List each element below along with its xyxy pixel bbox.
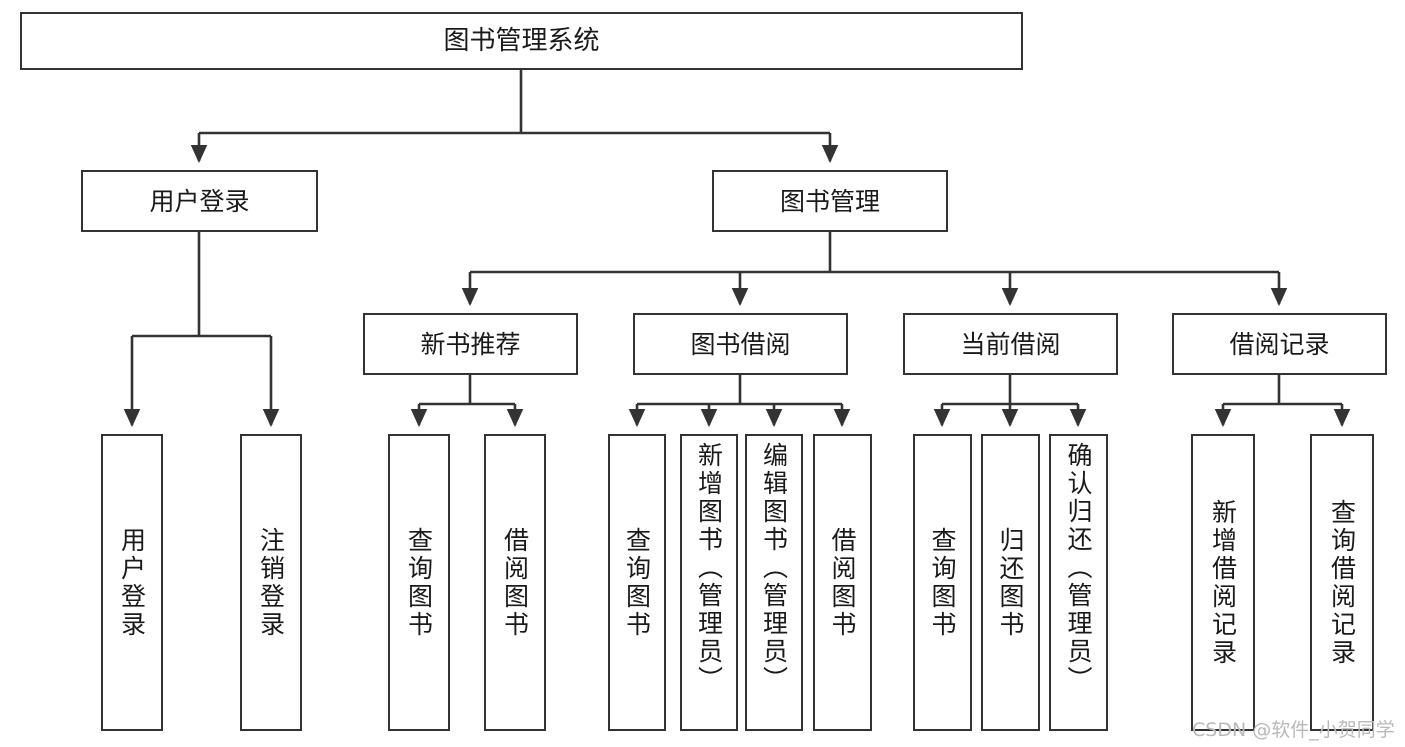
node-root[interactable]: 图书管理系统 [20,12,1023,70]
watermark: CSDN @软件_小贺同学 [1192,719,1395,741]
node-leaf-borrow-book-2[interactable]: 借阅图书 [813,434,872,731]
node-leaf-return-book-label: 归还图书 [996,526,1025,639]
node-leaf-logout[interactable]: 注销登录 [240,434,302,731]
node-leaf-add-borrow-record-label: 新增借阅记录 [1208,498,1238,667]
node-book-borrow[interactable]: 图书借阅 [633,313,848,375]
node-leaf-borrow-book-1-label: 借阅图书 [500,526,530,639]
node-leaf-query-book-1[interactable]: 查询图书 [388,434,450,731]
node-user-login-label: 用户登录 [149,186,250,216]
node-leaf-return-book[interactable]: 归还图书 [981,434,1040,731]
node-leaf-query-borrow-record-label: 查询借阅记录 [1327,498,1357,667]
node-leaf-query-book-3-label: 查询图书 [928,526,957,639]
node-leaf-borrow-book-1[interactable]: 借阅图书 [484,434,546,731]
node-leaf-query-borrow-record[interactable]: 查询借阅记录 [1310,434,1374,731]
node-borrow-record-label: 借阅记录 [1229,329,1330,359]
node-user-login[interactable]: 用户登录 [81,170,318,232]
node-new-book-recommend[interactable]: 新书推荐 [363,313,578,375]
node-leaf-edit-book-admin[interactable]: 编辑图书（管理员） [745,434,803,731]
node-leaf-logout-label: 注销登录 [256,526,286,639]
node-leaf-borrow-book-2-label: 借阅图书 [828,526,857,639]
node-root-label: 图书管理系统 [443,25,600,56]
node-current-borrow-label: 当前借阅 [960,329,1061,359]
node-book-manage[interactable]: 图书管理 [712,170,948,232]
node-leaf-add-book-admin-label: 新增图书（管理员） [694,442,724,694]
node-leaf-edit-book-admin-label: 编辑图书（管理员） [759,442,789,694]
node-leaf-query-book-1-label: 查询图书 [404,526,434,639]
node-borrow-record[interactable]: 借阅记录 [1172,313,1387,375]
node-leaf-add-book-admin[interactable]: 新增图书（管理员） [680,434,738,731]
node-leaf-query-book-2[interactable]: 查询图书 [608,434,666,731]
node-leaf-confirm-return-admin-label: 确认归还（管理员） [1064,442,1093,694]
node-new-book-recommend-label: 新书推荐 [420,329,521,359]
node-leaf-add-borrow-record[interactable]: 新增借阅记录 [1191,434,1255,731]
node-book-manage-label: 图书管理 [779,186,880,216]
node-leaf-user-login[interactable]: 用户登录 [101,434,163,731]
node-leaf-user-login-label: 用户登录 [117,526,147,639]
node-book-borrow-label: 图书借阅 [690,329,791,359]
node-leaf-query-book-2-label: 查询图书 [622,526,652,639]
node-leaf-query-book-3[interactable]: 查询图书 [913,434,972,731]
node-current-borrow[interactable]: 当前借阅 [903,313,1118,375]
node-leaf-confirm-return-admin[interactable]: 确认归还（管理员） [1049,434,1108,731]
